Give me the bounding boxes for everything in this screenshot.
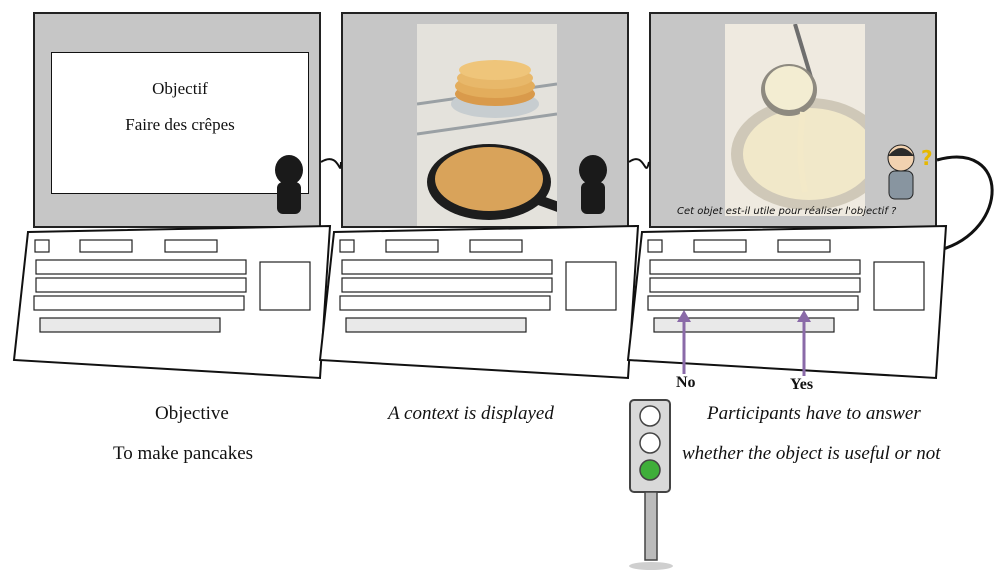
arrow-no <box>677 310 691 374</box>
objective-caption-title: Objective <box>155 403 229 424</box>
screen-3: ? <box>649 12 937 228</box>
screen-2 <box>341 12 629 228</box>
objective-card-title: Objectif <box>152 79 208 98</box>
screen-1: Objectif Faire des crêpes <box>33 12 321 228</box>
objective-card: Objectif Faire des crêpes <box>51 52 309 194</box>
ladle-batter-photo <box>725 24 865 216</box>
keyboard-2 <box>318 224 640 380</box>
keyboard-3 <box>626 224 948 380</box>
objective-card-subtitle: Faire des crêpes <box>125 115 235 134</box>
pancake-stack-photo <box>417 24 557 226</box>
traffic-light-icon <box>629 399 673 570</box>
answer-caption-line1: Participants have to answer <box>707 403 921 424</box>
person-silhouette-icon <box>275 155 303 214</box>
objective-caption-subtitle: To make pancakes <box>113 443 254 464</box>
keyboard-1 <box>12 224 332 380</box>
key-label-yes: Yes <box>790 376 814 393</box>
question-mark-icon: ? <box>921 146 933 170</box>
screen-question: Cet objet est-il utile pour réaliser l'o… <box>677 206 897 217</box>
answer-caption-line2: whether the object is useful or not <box>682 443 941 464</box>
arrow-yes <box>797 310 811 376</box>
thinking-person-icon <box>887 144 915 200</box>
context-caption: A context is displayed <box>388 403 554 424</box>
key-label-no: No <box>676 374 696 391</box>
person-silhouette-icon <box>579 155 607 214</box>
